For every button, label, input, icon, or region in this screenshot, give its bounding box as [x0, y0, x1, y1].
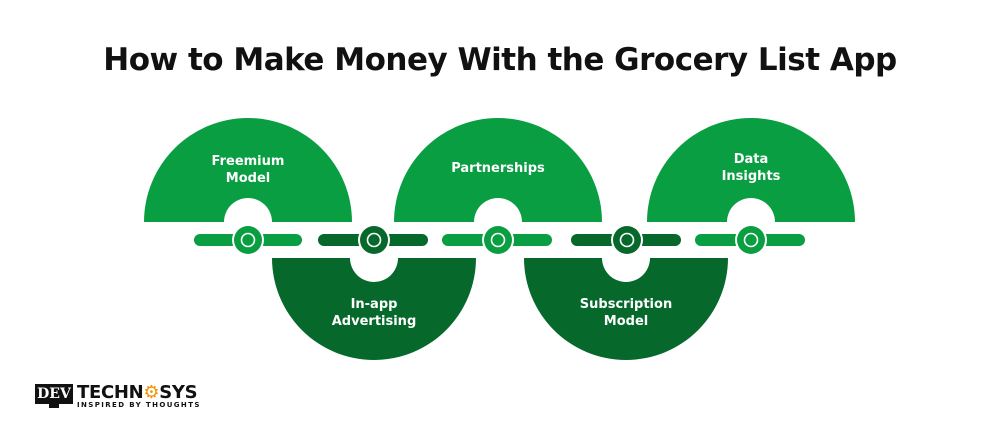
timeline-pills — [194, 234, 805, 246]
label-line: Subscription — [579, 297, 673, 312]
label-line: In-app — [350, 297, 398, 312]
logo-wordmark: TECHN⚙SYS — [77, 382, 198, 403]
arch-freemium — [144, 118, 352, 222]
step-label-freemium: Freemium Model — [158, 153, 338, 187]
logo-text-techn: TECHN — [77, 382, 144, 403]
gear-code-icon: ⚙ — [143, 382, 160, 403]
monitor-stand-icon — [49, 404, 59, 408]
arch-in-app-advertising — [272, 258, 476, 360]
node-icon-3 — [482, 224, 514, 256]
step-label-subscription-model: Subscription Model — [536, 296, 716, 330]
node-icon-5 — [735, 224, 767, 256]
node-icon-4 — [611, 224, 643, 256]
label-line: Model — [225, 171, 271, 186]
label-line: Model — [603, 314, 649, 329]
logo-dev-monitor: DEV — [35, 384, 73, 404]
arch-partnerships — [394, 118, 602, 222]
logo-text-sys: SYS — [159, 382, 198, 403]
step-label-data-insights: Data Insights — [661, 151, 841, 185]
label-line: Advertising — [331, 314, 417, 329]
page-title: How to Make Money With the Grocery List … — [103, 42, 897, 78]
label-line: Partnerships — [451, 161, 545, 176]
arch-data-insights — [647, 118, 855, 222]
step-label-partnerships: Partnerships — [408, 160, 588, 177]
arch-subscription-model — [524, 258, 728, 360]
label-line: Data — [733, 152, 769, 167]
label-line: Insights — [721, 169, 781, 184]
node-icon-2 — [358, 224, 390, 256]
label-line: Freemium — [211, 154, 285, 169]
node-icon-1 — [232, 224, 264, 256]
step-label-in-app-advertising: In-app Advertising — [284, 296, 464, 330]
logo-tagline: INSPIRED BY THOUGHTS — [77, 401, 201, 409]
company-logo: DEV TECHN⚙SYS INSPIRED BY THOUGHTS — [35, 382, 205, 412]
